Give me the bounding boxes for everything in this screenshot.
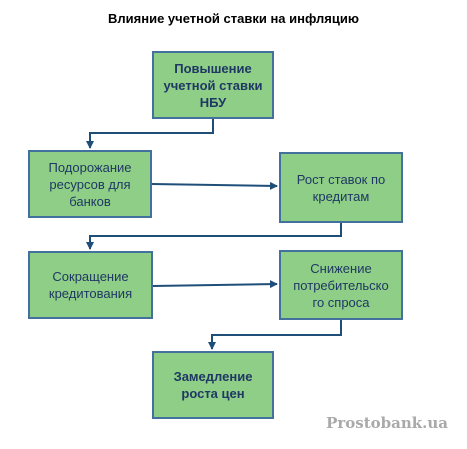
connector-lending-to-demand xyxy=(152,280,278,289)
node-rate-increase: Повышение учетной ставки НБУ xyxy=(152,51,274,119)
diagram-title: Влияние учетной ставки на инфляцию xyxy=(108,11,359,26)
node-loan-rates: Рост ставок по кредитам xyxy=(279,152,403,223)
node-price-slowdown: Замедление роста цен xyxy=(152,351,274,419)
node-resource-cost: Подорожание ресурсов для банков xyxy=(28,150,152,218)
connector-rate-to-resource xyxy=(86,118,214,149)
watermark: Prostobank.ua xyxy=(326,414,448,432)
connector-resource-to-loan-rates xyxy=(151,181,278,190)
connector-loan-rates-to-lending xyxy=(86,223,342,250)
node-lending-cut: Сокращение кредитования xyxy=(28,251,153,319)
connector-demand-to-price xyxy=(208,320,342,350)
node-demand-drop: Снижение потребительско го спроса xyxy=(279,250,403,320)
